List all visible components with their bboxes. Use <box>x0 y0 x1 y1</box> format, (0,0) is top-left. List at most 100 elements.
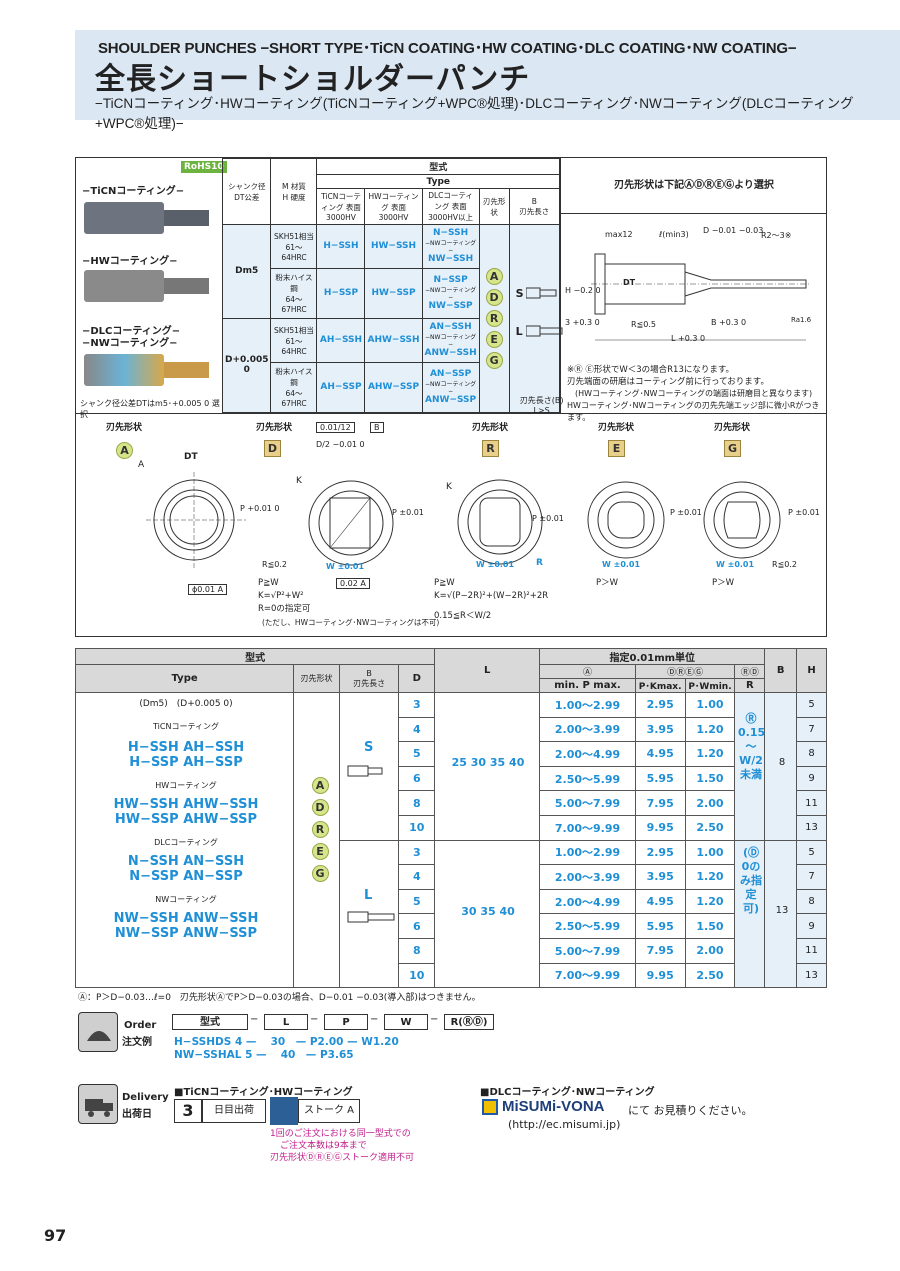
order-field-type: 型式 <box>172 1014 248 1030</box>
order-phone-icon <box>78 1012 118 1052</box>
shape-d-note-r0b: (ただし、HWコーティング･NWコーティングは不可) <box>262 618 440 627</box>
mt-h-b: B <box>764 648 798 693</box>
shape-g-title: 刃先形状 <box>714 423 751 433</box>
japanese-subtitle: −TiCNコーティング･HWコーティング(TiCNコーティング+WPC®処理)･… <box>95 96 854 131</box>
l-tip-icon <box>525 325 563 337</box>
mt-h-blen: 刃先長さ <box>353 678 386 688</box>
mt-nw1: NW−SSH ANW−SSH <box>113 911 259 926</box>
mt-h-d: D <box>398 664 436 693</box>
h-hw: HWコーティング 表面3000HV <box>364 188 423 225</box>
shape-d-title: 刃先形状 <box>256 423 293 433</box>
mt-r-note: Ⓡ 0.15 〜 W/2 未満 <box>738 712 766 781</box>
pw-cell: 1.50 <box>684 913 736 939</box>
hard1: 61〜64HRC <box>281 242 307 262</box>
t-anw-ssp: ANW−SSP <box>425 395 477 406</box>
mt-h-pk: P･Kmax. <box>634 678 686 693</box>
mt-s-icon <box>347 765 383 777</box>
p-range-cell: 7.00〜9.99 <box>539 814 636 841</box>
h-type-en: Type <box>426 176 450 187</box>
d-cell: 4 <box>398 864 436 890</box>
drawing-note-2: 刃先端面の研磨はコーティング前に行っております。 <box>567 377 769 387</box>
t-hw-ssh: HW−SSH <box>364 224 423 269</box>
dim-max12: max12 <box>605 230 633 239</box>
shape-d-mark: D <box>264 440 281 457</box>
h-cell: 13 <box>796 962 827 989</box>
drawing-panel: 刃先形状は下記ⒶⒹⓇⒺⒼより選択 max12 ℓ(min3) D −0.01 −… <box>560 158 827 422</box>
misumi-url[interactable]: (http://ec.misumi.jp) <box>508 1118 621 1131</box>
shape-a-badge: A <box>485 268 503 285</box>
mt-shape-g: G <box>311 865 329 882</box>
rohs-badge: RoHS10 <box>181 161 227 173</box>
h-cell: 9 <box>796 913 827 939</box>
shape-cell <box>293 691 340 989</box>
dim-lmin3: ℓ(min3) <box>659 230 689 239</box>
t-h-ssh: H−SSH <box>316 224 366 269</box>
shape-d-p: P ±0.01 <box>392 508 424 517</box>
mt-d005: (D+0.005 0) <box>176 699 233 709</box>
delivery-days: 3 <box>174 1099 202 1123</box>
shape-g-mark: G <box>724 440 741 457</box>
shape-d-flatness: 0.02 A <box>336 578 370 589</box>
shape-e-mark: E <box>608 440 625 457</box>
mt-h-pw: P･Wmin. <box>684 678 736 693</box>
pk-cell: 3.95 <box>634 716 686 743</box>
order-label-jp: 注文例 <box>122 1037 152 1048</box>
dim-dt: DT <box>623 278 636 287</box>
pk-cell: 7.95 <box>634 937 686 964</box>
h-cell: 8 <box>796 741 827 767</box>
shape-a-mark: A <box>116 442 133 459</box>
p-range-cell: 1.00〜2.99 <box>539 839 636 866</box>
t-ah-ssh: AH−SSH <box>316 317 366 363</box>
drawing-title: 刃先形状は下記ⒶⒹⓇⒺⒼより選択 <box>561 158 827 214</box>
order-field-l: L <box>264 1014 308 1030</box>
shape-r-note-k: K=√(P−2R)²+(W−2R)²+2R <box>434 591 549 601</box>
shape-r-badge: R <box>485 310 503 327</box>
ticn-punch-image <box>84 202 209 234</box>
p-range-cell: 2.50〜5.99 <box>539 765 636 792</box>
d-m5: Dm5 <box>221 224 272 319</box>
order-field-w: W <box>384 1014 428 1030</box>
l-label: L <box>515 325 523 338</box>
pw-cell: 1.20 <box>684 864 736 890</box>
shape-a-drawing <box>146 472 246 568</box>
t-hw-ssp: HW−SSP <box>364 267 423 319</box>
pk-cell: 5.95 <box>634 765 686 792</box>
shape-d-note-pw: P≧W <box>258 578 279 588</box>
h-cell: 11 <box>796 937 827 964</box>
p-range-cell: 5.00〜7.99 <box>539 937 636 964</box>
delivery-note-1: 1回のご注文における同一型式での <box>270 1129 411 1139</box>
type-list: (Dm5) (D+0.005 0) TiCNコーティング H−SSH AH−SS… <box>76 690 296 986</box>
shape-d-w: W ±0.01 <box>326 562 365 571</box>
h-cell: 8 <box>796 888 827 915</box>
shape-a-p: P +0.01 0 <box>240 504 280 513</box>
dim-h: H −0.2 0 <box>565 286 601 295</box>
shape-g-w: W ±0.01 <box>716 560 755 569</box>
shape-d-datum-b: B <box>370 422 384 433</box>
dim-r05: R≦0.5 <box>631 320 656 329</box>
mt-nw: NWコーティング <box>155 895 217 904</box>
shape-r-title: 刃先形状 <box>472 423 509 433</box>
t-anw-ssh: ANW−SSH <box>424 348 477 359</box>
mat1: SKH51相当 <box>274 231 314 241</box>
mt-h-b2: B <box>366 668 372 678</box>
mt-h-shape: 刃先形状 <box>293 664 340 693</box>
pk-cell: 2.95 <box>634 692 686 718</box>
order-field-r: R(ⓇⒹ) <box>444 1014 494 1030</box>
nw-small-1: −NWコーティング− <box>425 240 477 255</box>
shape-e-title: 刃先形状 <box>598 423 635 433</box>
pw-cell: 2.00 <box>684 790 736 816</box>
blen-col: S L 刃先長さ(B) L>S <box>508 224 563 415</box>
p-range-cell: 2.50〜5.99 <box>539 913 636 939</box>
s-label: S <box>515 287 524 300</box>
drawing-note-1: ※Ⓡ Ⓔ形状でW＜3の場合R13になります。 <box>567 365 735 375</box>
hard2: 64〜67HRC <box>281 295 307 315</box>
dim-b03: B +0.3 0 <box>711 318 747 327</box>
mt-dlc1: N−SSH AN−SSH <box>127 854 245 869</box>
order-example-2: NW−SSHAL 5 — 40 — P3.65 <box>174 1049 354 1061</box>
pk-cell: 2.95 <box>634 839 686 866</box>
delivery-days-label: 日目出荷 <box>202 1099 266 1123</box>
delivery-note-2: ご注文本数は9本まで <box>280 1141 367 1151</box>
d-cell: 6 <box>398 765 436 792</box>
